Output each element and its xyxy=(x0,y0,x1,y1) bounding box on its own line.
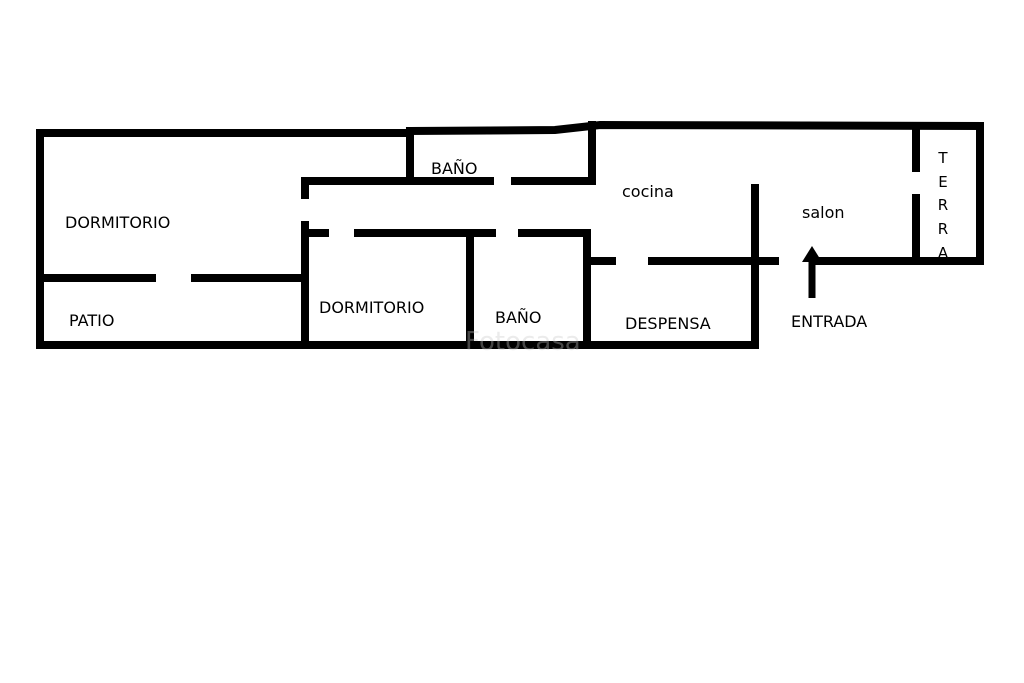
entrance-arrow-icon xyxy=(802,246,822,298)
watermark: Fotocasa xyxy=(465,327,581,357)
room-label-dormitorio-lower: DORMITORIO xyxy=(319,298,424,317)
outer-wall-top-middle xyxy=(405,120,985,136)
label-entrada: ENTRADA xyxy=(791,312,867,331)
terraza-letter: E xyxy=(938,173,947,191)
room-label-bano-lower: BAÑO xyxy=(495,308,541,327)
terraza-letter: T xyxy=(937,149,948,167)
room-label-cocina: cocina xyxy=(622,182,674,201)
room-label-dormitorio: DORMITORIO xyxy=(65,213,170,232)
room-label-despensa: DESPENSA xyxy=(625,314,711,333)
room-label-terraza: T E R R A xyxy=(937,149,948,262)
terraza-letter: R xyxy=(938,220,948,238)
room-label-patio: PATIO xyxy=(69,311,114,330)
room-label-bano-upper: BAÑO xyxy=(431,159,477,178)
room-label-salon: salon xyxy=(802,203,845,222)
terraza-letter: R xyxy=(938,196,948,214)
terraza-letter: A xyxy=(938,244,949,262)
walls xyxy=(36,120,985,349)
